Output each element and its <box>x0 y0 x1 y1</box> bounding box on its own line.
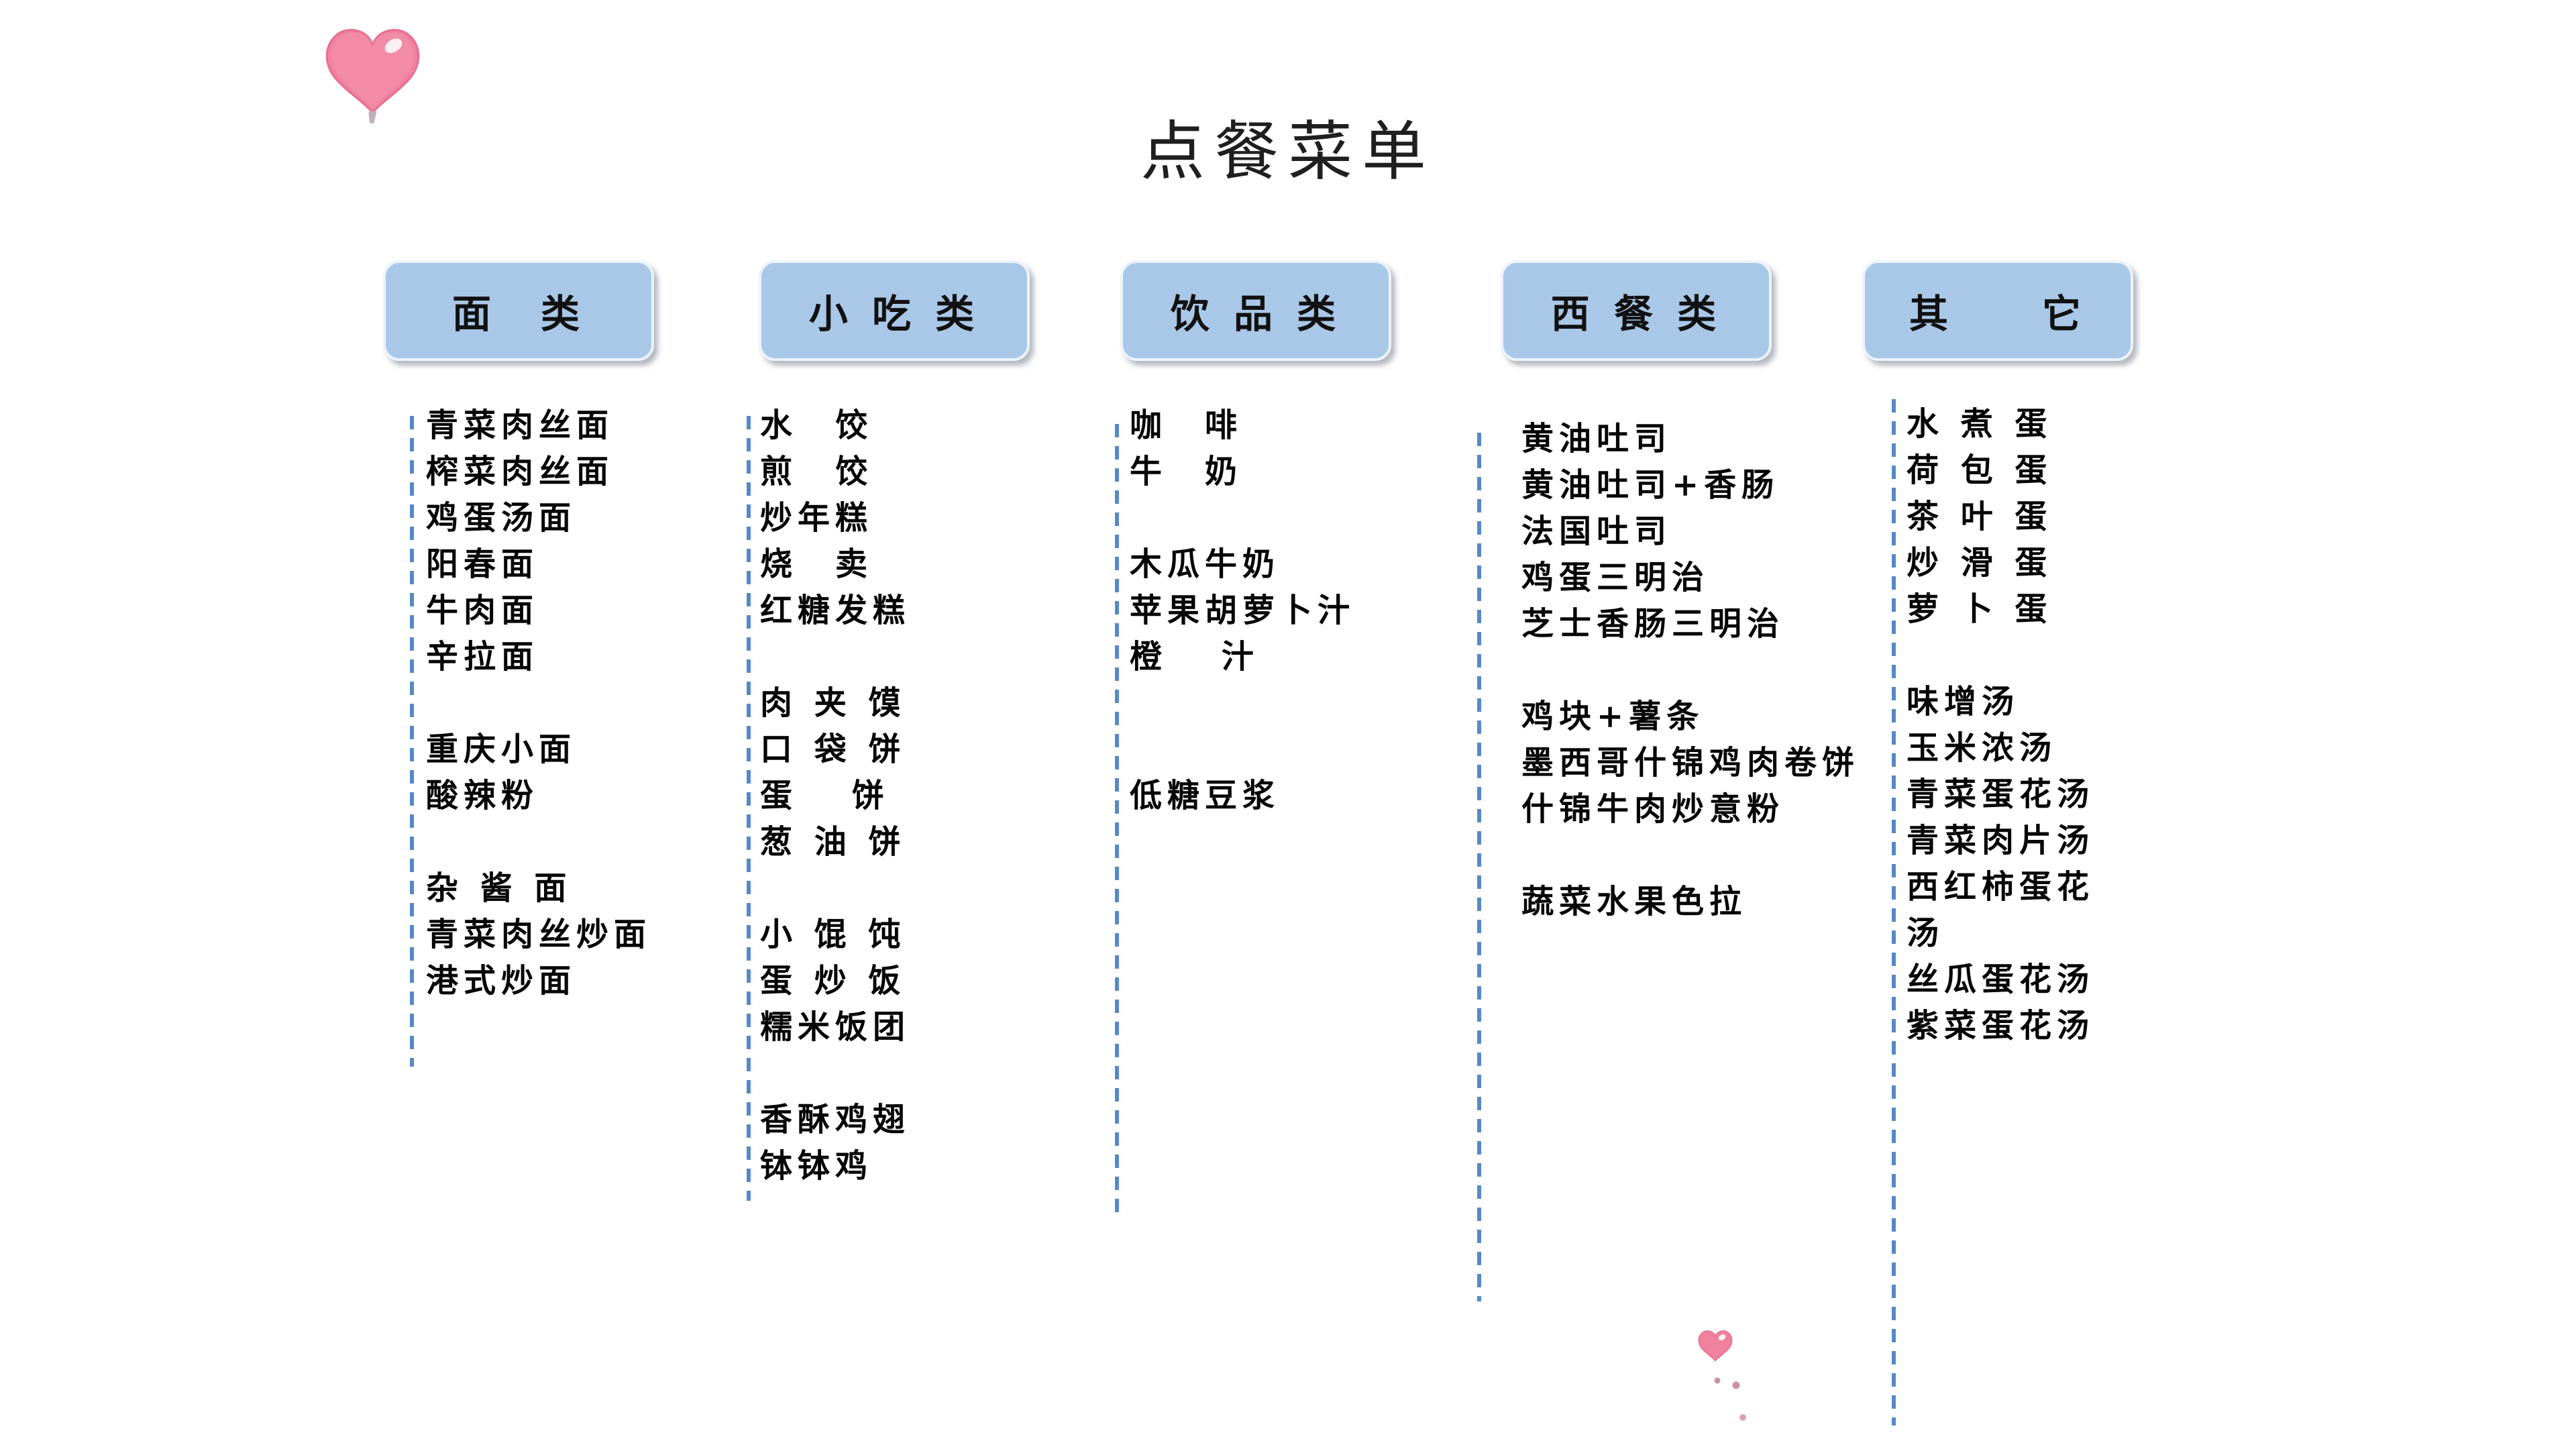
menu-item: 红糖发糕 <box>760 592 911 629</box>
menu-item-spacer <box>1907 633 2108 679</box>
category-header-label: 西 餐 类 <box>1550 291 1722 337</box>
category-header-noodles: 面 类 <box>383 260 654 361</box>
dashed-divider <box>1477 433 1481 1301</box>
menu-item: 玉米浓汤 <box>1907 729 2057 767</box>
menu-item-spacer <box>1130 680 1418 727</box>
menu-item-spacer <box>426 680 674 727</box>
dashed-divider <box>1115 424 1119 1217</box>
menu-item: 口 袋 饼 <box>760 731 906 768</box>
menu-item-spacer <box>760 1051 1015 1097</box>
menu-item: 钵钵鸡 <box>760 1147 873 1185</box>
menu-item-spacer <box>1130 495 1418 541</box>
menu-item: 青菜肉丝面 <box>426 407 614 444</box>
menu-item: 鸡蛋汤面 <box>426 499 577 537</box>
menu-item: 鸡蛋三明治 <box>1521 559 1710 596</box>
menu-item-spacer <box>760 865 1015 912</box>
menu-item: 木瓜牛奶 <box>1130 545 1281 583</box>
menu-item: 牛肉面 <box>426 592 539 629</box>
category-header-western: 西 餐 类 <box>1501 260 1772 361</box>
menu-item: 黄油吐司 <box>1521 420 1672 458</box>
dashed-divider <box>1892 399 1896 1426</box>
menu-item: 紫菜蛋花汤 <box>1907 1007 2095 1044</box>
page-title: 点餐菜单 <box>1140 114 1436 189</box>
menu-item: 炒年糕 <box>760 499 873 537</box>
menu-item: 小 馄 饨 <box>760 916 906 953</box>
menu-item-spacer <box>1130 727 1418 773</box>
category-header-label: 饮 品 类 <box>1170 291 1342 337</box>
menu-item: 青菜肉丝炒面 <box>426 916 652 953</box>
menu-item: 葱 油 饼 <box>760 823 906 861</box>
menu-item: 蔬菜水果色拉 <box>1521 883 1748 920</box>
menu-item: 榨菜肉丝面 <box>426 453 614 490</box>
menu-item-list-drinks: 咖 啡牛 奶木瓜牛奶苹果胡萝卜汁橙 汁低糖豆浆 <box>1130 402 1418 819</box>
menu-item: 重庆小面 <box>426 731 577 768</box>
menu-item: 炒 滑 蛋 <box>1907 544 2053 582</box>
menu-item-spacer <box>760 634 1015 680</box>
menu-item: 苹果胡萝卜汁 <box>1130 592 1356 629</box>
heart-balloon-icon <box>325 29 420 124</box>
menu-item-list-noodles: 青菜肉丝面榨菜肉丝面鸡蛋汤面阳春面牛肉面辛拉面重庆小面酸辣粉杂 酱 面青菜肉丝炒… <box>426 402 674 1004</box>
menu-item: 荷 包 蛋 <box>1907 451 2053 489</box>
menu-item: 低糖豆浆 <box>1130 777 1281 814</box>
menu-item: 蛋 炒 饭 <box>760 962 906 1000</box>
menu-item: 味增汤 <box>1907 683 2020 720</box>
menu-item: 墨西哥什锦鸡肉卷饼 <box>1521 744 1860 782</box>
menu-item: 牛 奶 <box>1130 453 1243 490</box>
menu-item-list-snacks: 水 饺煎 饺炒年糕烧 卖红糖发糕肉 夹 馍口 袋 饼蛋 饼葱 油 饼小 馄 饨蛋… <box>760 402 1015 1189</box>
dashed-divider <box>410 416 414 1067</box>
category-header-drinks: 饮 品 类 <box>1120 260 1391 361</box>
menu-item: 茶 叶 蛋 <box>1907 498 2053 535</box>
menu-item: 芝士香肠三明治 <box>1521 605 1785 643</box>
menu-item-list-western: 黄油吐司黄油吐司+香肠法国吐司鸡蛋三明治芝士香肠三明治鸡块+薯条墨西哥什锦鸡肉卷… <box>1521 416 1887 925</box>
menu-item: 蛋 饼 <box>760 777 890 814</box>
menu-item: 西红柿蛋花汤 <box>1907 868 2095 952</box>
menu-item: 青菜蛋花汤 <box>1907 775 2095 813</box>
menu-item-spacer <box>1521 833 1887 879</box>
menu-item-spacer <box>1521 647 1887 694</box>
menu-item-spacer <box>426 819 674 865</box>
category-header-label: 其 它 <box>1909 291 2086 337</box>
menu-item: 橙 汁 <box>1130 638 1259 676</box>
menu-item: 丝瓜蛋花汤 <box>1907 961 2095 998</box>
menu-item: 阳春面 <box>426 545 539 583</box>
menu-item: 法国吐司 <box>1521 513 1672 550</box>
menu-item: 青菜肉片汤 <box>1907 822 2095 859</box>
category-header-label: 面 类 <box>451 291 585 337</box>
dashed-divider <box>747 416 751 1201</box>
menu-item: 肉 夹 馍 <box>760 684 906 722</box>
menu-item: 辛拉面 <box>426 638 539 676</box>
menu-item: 煎 饺 <box>760 453 873 490</box>
menu-item: 鸡块+薯条 <box>1521 698 1705 735</box>
category-header-snacks: 小 吃 类 <box>759 260 1030 361</box>
menu-item: 烧 卖 <box>760 545 873 583</box>
menu-item: 黄油吐司+香肠 <box>1521 466 1780 504</box>
menu-item: 糯米饭团 <box>760 1008 911 1046</box>
menu-item-list-others: 水 煮 蛋荷 包 蛋茶 叶 蛋炒 滑 蛋萝 卜 蛋味增汤玉米浓汤青菜蛋花汤青菜肉… <box>1907 401 2108 1049</box>
heart-small-icon <box>1698 1330 1746 1421</box>
menu-item: 港式炒面 <box>426 962 577 1000</box>
menu-item: 水 煮 蛋 <box>1907 405 2053 443</box>
menu-item: 咖 啡 <box>1130 407 1243 444</box>
menu-item: 杂 酱 面 <box>426 869 572 907</box>
menu-item: 什锦牛肉炒意粉 <box>1521 790 1785 828</box>
menu-item: 香酥鸡翅 <box>760 1101 911 1138</box>
menu-item: 酸辣粉 <box>426 777 539 814</box>
category-header-label: 小 吃 类 <box>808 291 980 337</box>
category-header-others: 其 它 <box>1862 260 2133 361</box>
menu-item: 萝 卜 蛋 <box>1907 590 2053 628</box>
menu-item: 水 饺 <box>760 407 873 444</box>
